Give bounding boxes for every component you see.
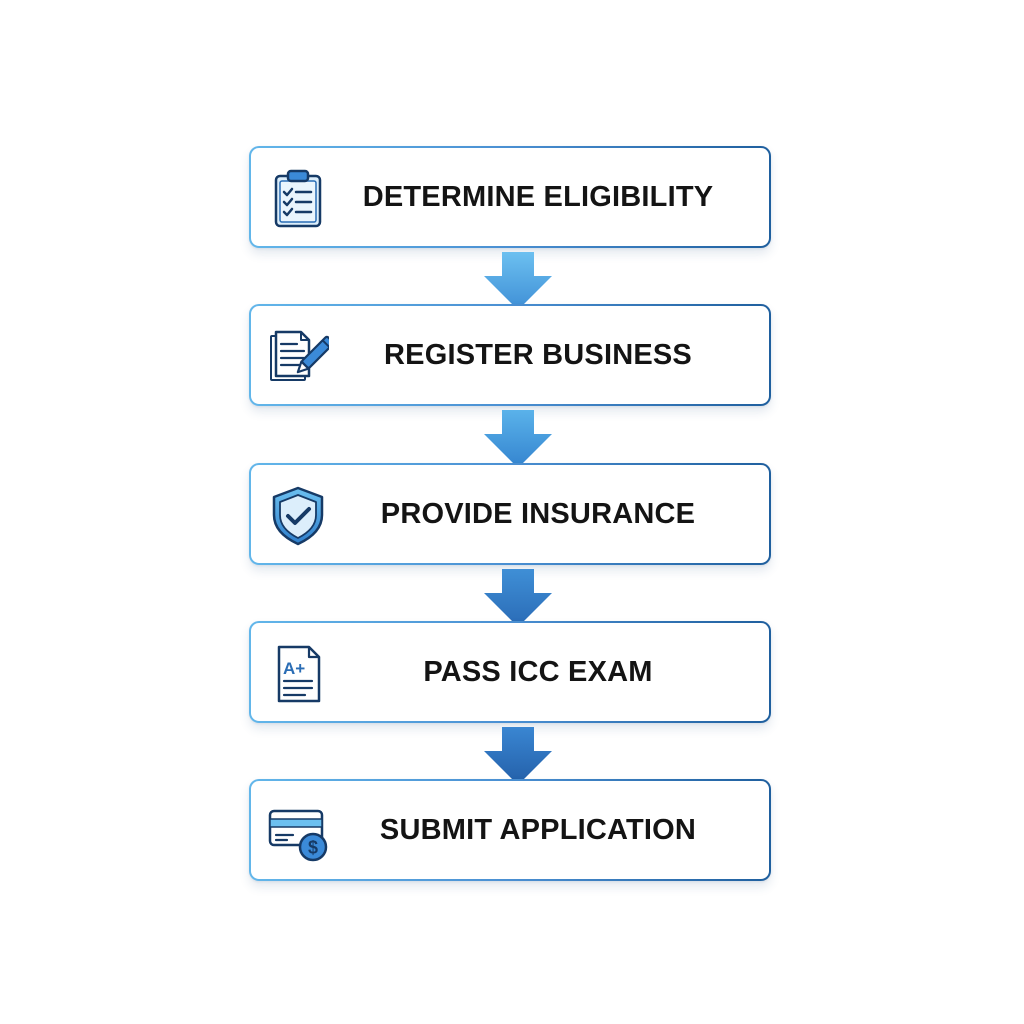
down-arrow-icon xyxy=(482,727,554,787)
step-register-business: REGISTER BUSINESS xyxy=(249,304,771,406)
payment-symbol-text: $ xyxy=(308,838,318,858)
exam-grade-text: A+ xyxy=(283,659,305,678)
step-submit-application: $ SUBMIT APPLICATION xyxy=(249,779,771,881)
step-label: REGISTER BUSINESS xyxy=(384,338,692,371)
document-pen-icon xyxy=(267,326,329,388)
down-arrow-icon xyxy=(482,252,554,312)
down-arrow-icon xyxy=(482,569,554,629)
step-pass-icc-exam: A+ PASS ICC EXAM xyxy=(249,621,771,723)
step-determine-eligibility: DETERMINE ELIGIBILITY xyxy=(249,146,771,248)
step-label: SUBMIT APPLICATION xyxy=(379,813,697,846)
shield-check-icon xyxy=(267,485,329,547)
step-label: DETERMINE ELIGIBILITY xyxy=(362,180,714,213)
step-label: PROVIDE INSURANCE xyxy=(380,497,696,530)
clipboard-checklist-icon xyxy=(267,168,329,230)
payment-card-icon: $ xyxy=(267,801,329,863)
down-arrow-icon xyxy=(482,410,554,470)
exam-grade-icon: A+ xyxy=(267,643,329,705)
step-provide-insurance: PROVIDE INSURANCE xyxy=(249,463,771,565)
step-label: PASS ICC EXAM xyxy=(423,655,653,688)
